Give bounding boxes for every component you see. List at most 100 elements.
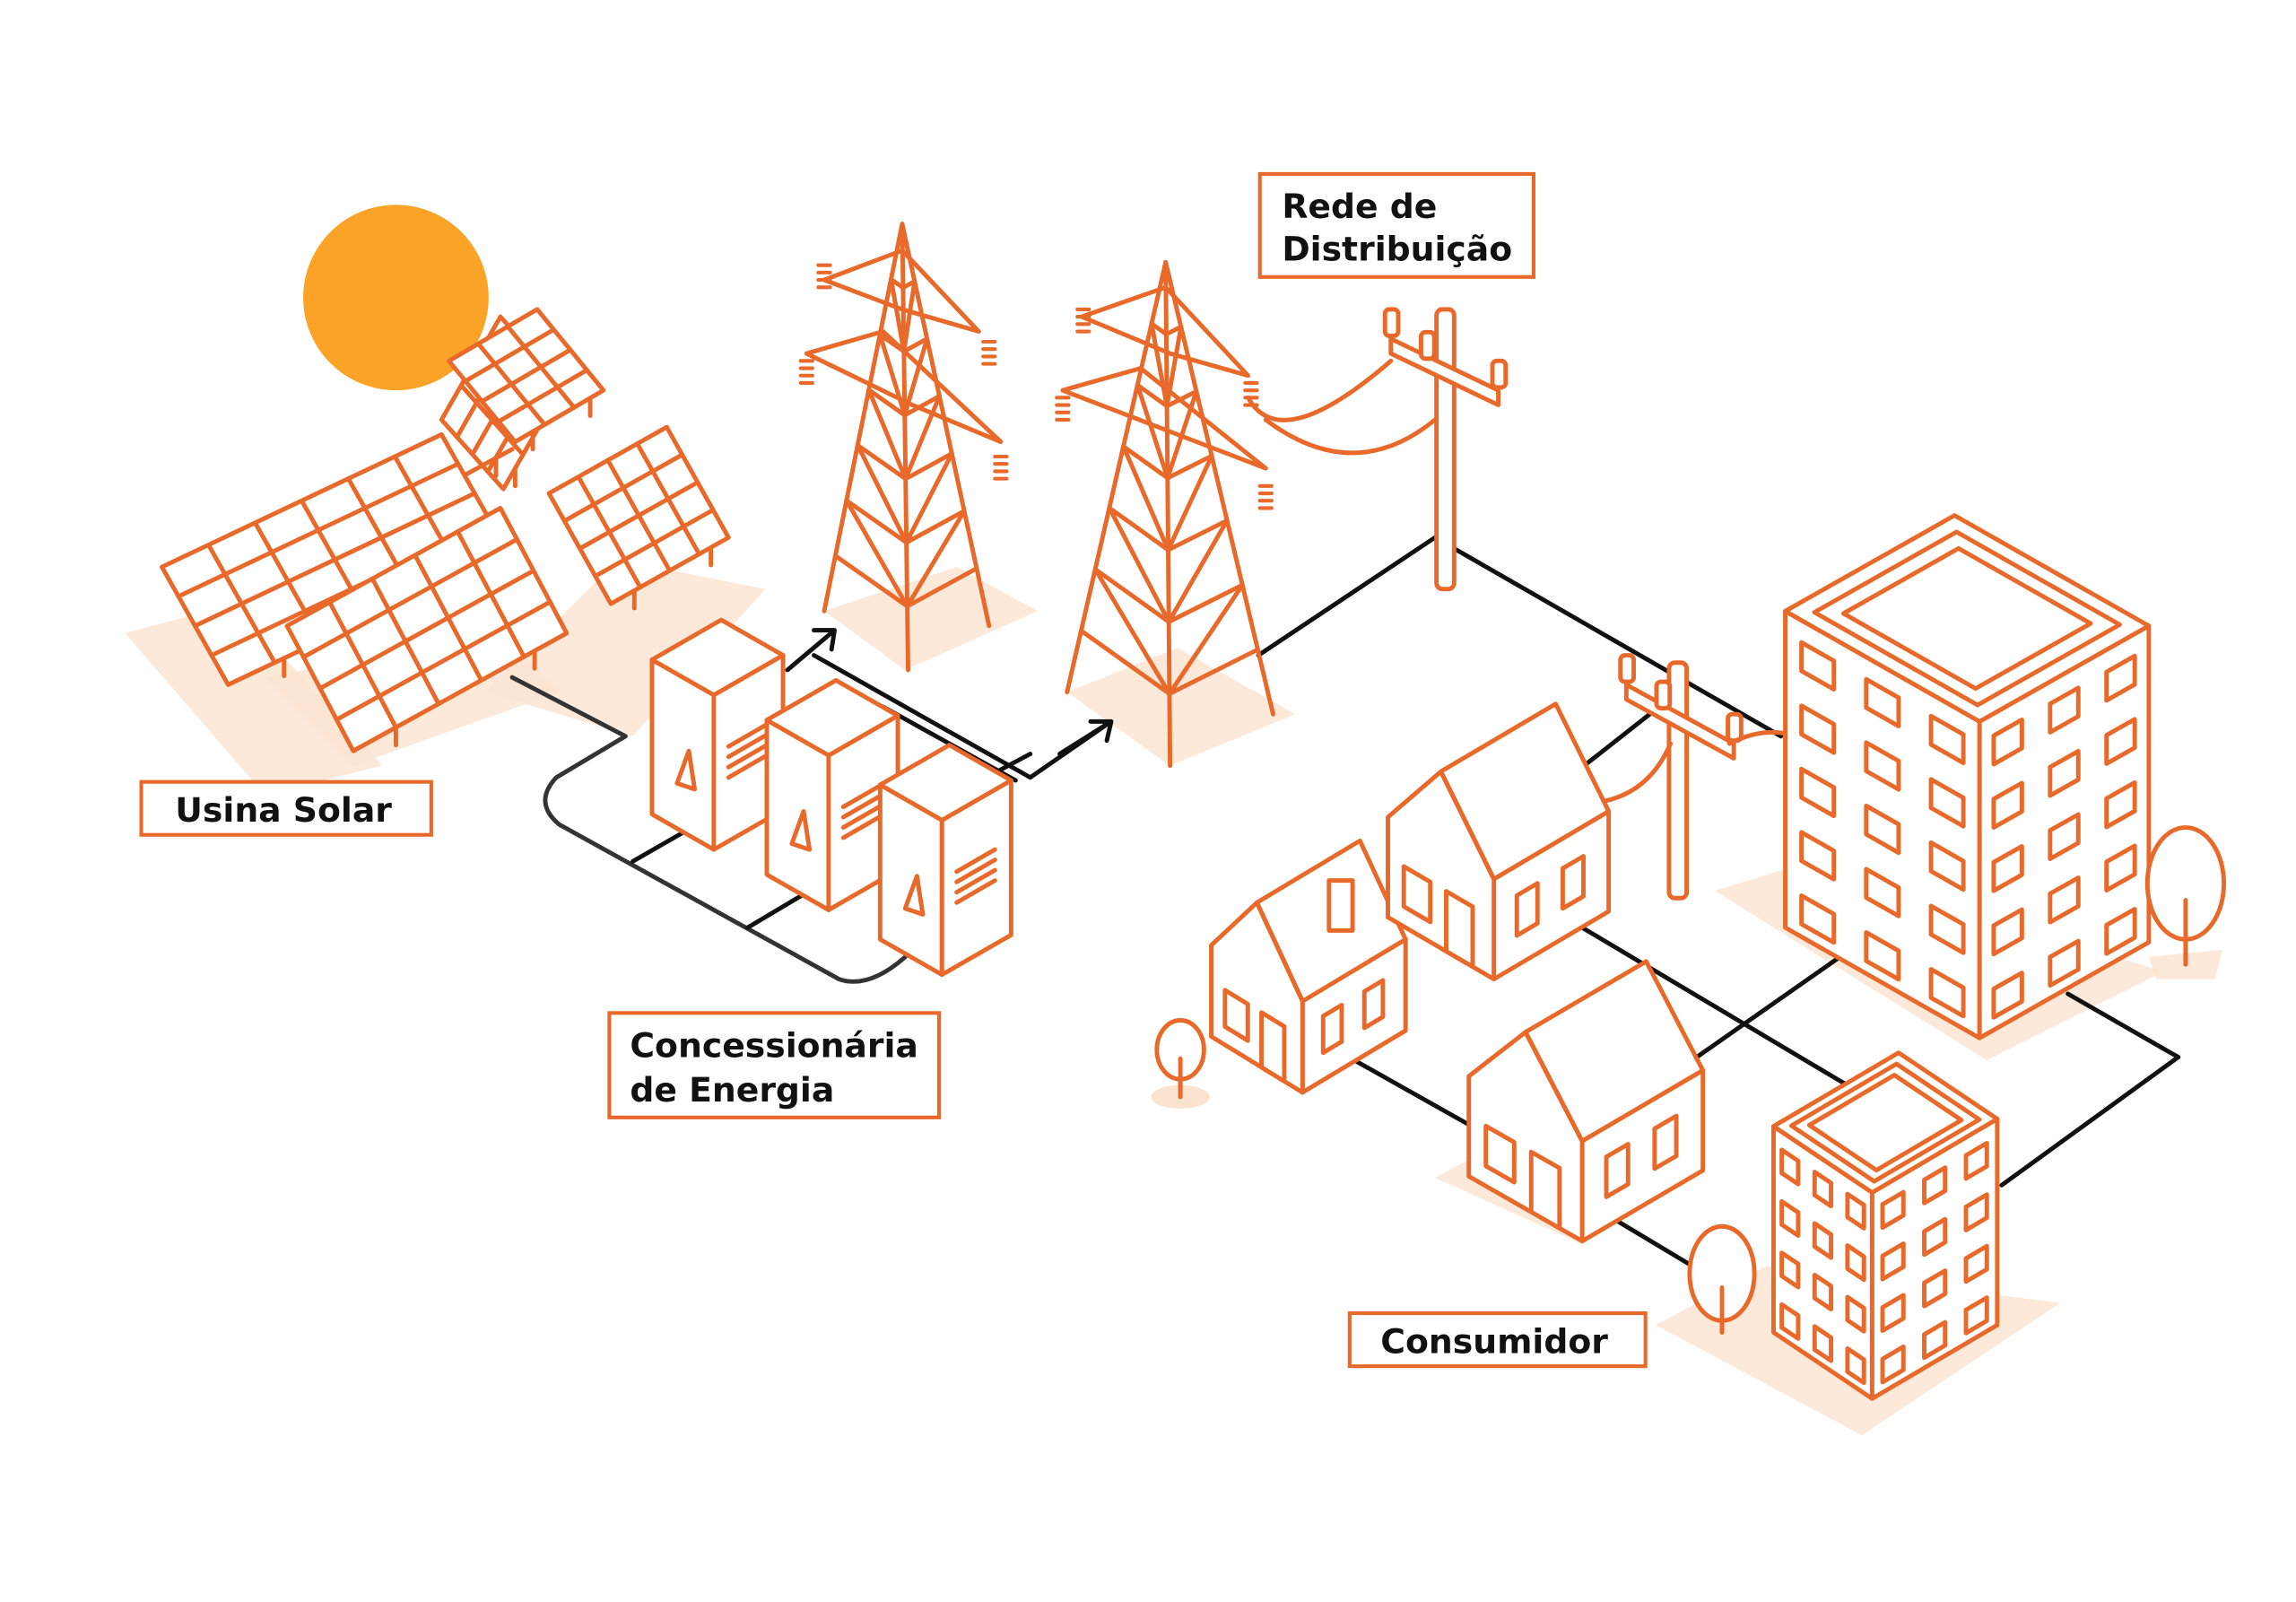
tower-brace <box>1165 453 1214 481</box>
vent-slot <box>954 878 997 905</box>
roof-parapet <box>1812 529 2122 708</box>
house <box>1386 701 1612 982</box>
ground-shadow <box>823 567 1038 670</box>
window <box>1928 903 1966 955</box>
house-window <box>1560 854 1586 911</box>
label-distribution: Rede de Distribuição <box>1257 171 1535 279</box>
tower-brace <box>1166 453 1214 553</box>
tower-crossarm <box>1060 366 1268 471</box>
window <box>1799 640 1837 692</box>
warning-triangle-icon <box>902 874 926 917</box>
vent-slot <box>840 803 884 830</box>
ground-shadow <box>125 604 383 796</box>
tower-brace <box>1121 444 1170 553</box>
window <box>1845 1345 1866 1386</box>
flow-arrow <box>1057 718 1114 756</box>
pole-wire <box>1595 729 1787 805</box>
window <box>1991 907 2024 957</box>
tower-crossarm <box>822 248 981 334</box>
power-line <box>1256 535 1438 657</box>
vent-slot <box>840 782 884 810</box>
window <box>2048 875 2081 925</box>
window <box>2048 685 2081 735</box>
house-window <box>1320 1003 1344 1056</box>
window <box>2104 779 2137 830</box>
window <box>1928 840 1966 892</box>
tower-brace <box>1107 505 1171 624</box>
panel-grid-line <box>317 568 536 691</box>
window <box>1963 1243 1989 1284</box>
tower-brace <box>901 336 930 354</box>
window <box>1922 1216 1948 1258</box>
window <box>2104 653 2137 703</box>
window <box>1880 1189 1906 1231</box>
window <box>1928 713 1966 766</box>
window <box>1864 676 1901 729</box>
chimney <box>1326 878 1355 933</box>
house-window <box>1514 881 1540 938</box>
insulator-icon <box>1418 329 1437 361</box>
power-line <box>2066 991 2181 1059</box>
tower-brace <box>904 451 954 545</box>
tower-brace <box>1092 567 1171 624</box>
window <box>1991 971 2024 1020</box>
label-consumer: Consumidor <box>1347 1311 1648 1369</box>
tower-brace <box>1107 505 1170 553</box>
panel-grid-line <box>334 599 552 722</box>
window <box>1880 1344 1906 1385</box>
tower-brace <box>902 394 942 418</box>
house <box>1209 838 1408 1095</box>
window <box>1922 1165 1948 1206</box>
tower-leg <box>900 222 910 673</box>
consumer-label: Consumidor <box>1380 1321 1608 1361</box>
house-window <box>1604 1142 1631 1199</box>
insulator-icon <box>1726 711 1744 744</box>
tower-crossarm <box>804 329 1004 445</box>
tower-brace <box>1135 382 1170 481</box>
warning-triangle-icon <box>674 748 698 792</box>
tower-brace <box>889 276 907 354</box>
label-utility: Concessionária de Energia <box>607 1011 942 1119</box>
vent-slot <box>840 792 884 820</box>
window <box>2104 843 2137 892</box>
house-window <box>1652 1113 1679 1171</box>
tower-brace <box>904 509 967 545</box>
window <box>1812 1272 1834 1312</box>
window <box>1864 866 1901 919</box>
warning-triangle-icon <box>789 809 813 852</box>
window <box>1812 1324 1834 1363</box>
tower-brace <box>1121 444 1170 481</box>
box-top-face <box>1783 513 2152 724</box>
tower-leg <box>900 222 992 629</box>
tree <box>1154 1018 1206 1100</box>
transmission-tower <box>798 222 1009 673</box>
sun-icon <box>303 205 489 391</box>
tower-brace <box>832 553 910 609</box>
window <box>2104 907 2137 956</box>
window <box>1864 740 1901 792</box>
panel-grid-line <box>192 491 477 629</box>
window <box>1963 1140 1989 1181</box>
tower-brace <box>1135 382 1170 409</box>
pole-wire <box>1246 358 1438 456</box>
tower-brace <box>866 387 909 482</box>
window <box>1864 803 1901 856</box>
house-window <box>1483 1123 1517 1185</box>
tower-brace <box>903 394 942 482</box>
window <box>2048 938 2081 988</box>
window <box>1845 1294 1866 1334</box>
tree <box>1687 1223 1757 1335</box>
window <box>1880 1241 1906 1282</box>
solar-panel <box>284 505 570 753</box>
panel-grid-line <box>496 368 589 424</box>
roof-parapet <box>1788 1061 1982 1184</box>
window <box>1799 766 1837 819</box>
box-top-face <box>649 617 786 698</box>
insulator-icon <box>1490 358 1509 390</box>
window <box>1799 893 1837 945</box>
house-window <box>1222 988 1250 1043</box>
tower-brace <box>905 509 967 609</box>
panel-grid-line <box>463 327 556 384</box>
insulator-icon <box>1618 653 1636 684</box>
